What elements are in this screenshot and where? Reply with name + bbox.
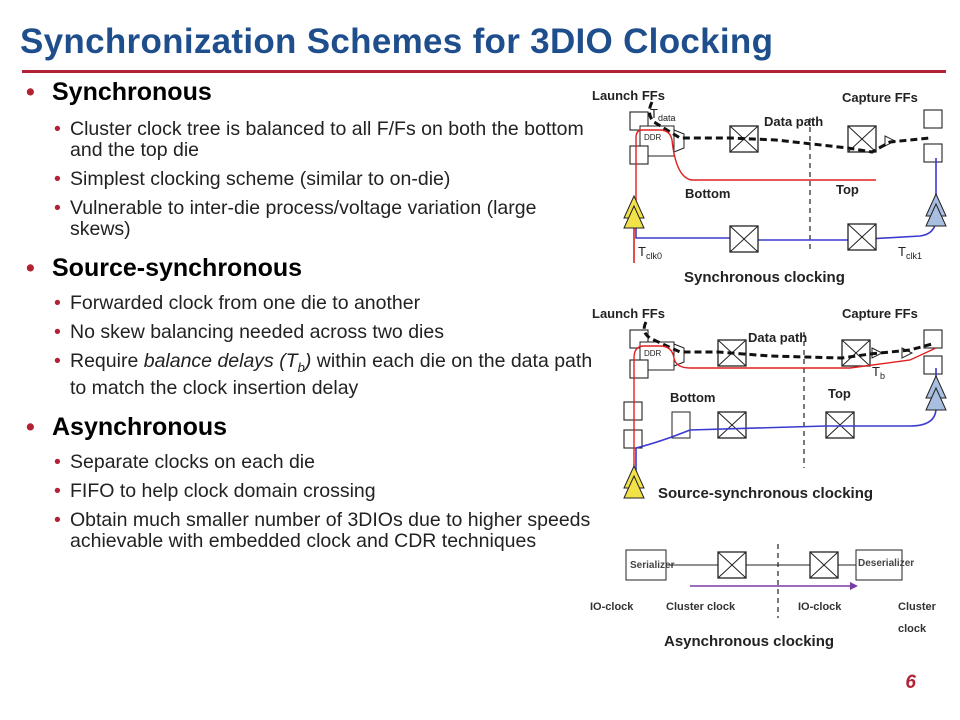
tb-label: Tb — [872, 364, 885, 381]
clock-driver-icon — [925, 202, 947, 227]
page-number: 6 — [905, 672, 916, 693]
tdata-label: Tdata — [650, 106, 675, 123]
data-path-trace — [642, 321, 933, 360]
page-title: Synchronization Schemes for 3DIO Clockin… — [20, 22, 774, 61]
bullet-item: Simplest clocking scheme (similar to on-… — [26, 169, 596, 191]
launch-ffs-label: Launch FFs — [592, 306, 665, 321]
clock-trace-red — [633, 345, 937, 478]
io-clock-label-left: IO-clock — [590, 601, 634, 613]
top-label: Top — [836, 182, 859, 197]
bullet-item: Cluster clock tree is balanced to all F/… — [26, 119, 596, 161]
ddr-label: DDR — [644, 349, 662, 358]
clock-trace-blue — [635, 368, 937, 478]
clock-driver-icon — [623, 474, 645, 499]
text-run-italic: balance delays (T — [143, 350, 298, 372]
arrow-icon — [850, 582, 858, 590]
clock-driver-icon — [623, 204, 645, 229]
asynchronous-diagram: Serializer Deserializer IO-clock Cluster… — [590, 544, 937, 650]
source-sync-caption: Source-synchronous clocking — [658, 485, 873, 502]
bullet-list: Synchronous Cluster clock tree is balanc… — [26, 78, 596, 552]
cluster-clock-label-left: Cluster clock — [666, 601, 736, 613]
bullet-item: FIFO to help clock domain crossing — [26, 480, 596, 502]
cluster-clock-label-right: Cluster — [898, 601, 937, 613]
clock-buffer — [847, 223, 877, 251]
io-buffer — [809, 551, 839, 579]
data-path-label: Data path — [764, 114, 823, 129]
top-label: Top — [828, 386, 851, 401]
bottom-label: Bottom — [685, 186, 731, 201]
tclk0-label: Tclk0 — [638, 244, 662, 261]
sync-caption: Synchronous clocking — [684, 269, 845, 286]
deserializer-block — [855, 549, 903, 581]
clock-trace-red — [635, 129, 876, 208]
data-path-buffer — [841, 339, 871, 367]
tclk1-label: Tclk1 — [898, 244, 922, 261]
bullet-item: Vulnerable to inter-die process/voltage … — [26, 198, 596, 240]
data-path-label: Data path — [748, 330, 807, 345]
launch-ff — [629, 145, 649, 165]
bullet-item: Forwarded clock from one die to another — [26, 293, 596, 315]
text-run: Require — [70, 350, 144, 372]
data-path-trace — [647, 101, 931, 154]
io-buffer — [717, 551, 747, 579]
bullet-item: Separate clocks on each die — [26, 451, 596, 473]
title-underline — [22, 70, 946, 73]
serializer-label: Serializer — [630, 560, 675, 571]
mux-icon — [673, 129, 685, 153]
clock-trace-blue — [635, 158, 937, 241]
clock-driver-icon — [925, 386, 947, 411]
launch-ff — [629, 359, 649, 379]
capture-ffs-label: Capture FFs — [842, 306, 918, 321]
ddr-label: DDR — [644, 133, 662, 142]
section-heading-synchronous: Synchronous — [26, 78, 596, 107]
subscript-b: b — [297, 359, 305, 375]
clock-path-buffer — [825, 411, 855, 439]
async-caption: Asynchronous clocking — [664, 633, 834, 650]
source-synchronous-diagram: Launch FFs Capture FFs DDR Data path Tb … — [592, 306, 947, 502]
clocking-diagrams: Launch FFs Capture FFs DDR Tdata Data pa… — [580, 78, 960, 698]
capture-ffs-label: Capture FFs — [842, 90, 918, 105]
launch-ff — [623, 401, 643, 421]
text-run-italic: ) — [304, 350, 312, 372]
bullet-item: No skew balancing needed across two dies — [26, 322, 596, 344]
bottom-label: Bottom — [670, 390, 716, 405]
io-clock-label-right: IO-clock — [798, 601, 842, 613]
capture-ff — [923, 355, 943, 375]
launch-ff — [623, 429, 643, 449]
bullet-item: Obtain much smaller number of 3DIOs due … — [26, 509, 596, 552]
clock-buffer — [729, 225, 759, 253]
section-heading-source-synchronous: Source-synchronous — [26, 254, 596, 283]
section-heading-asynchronous: Asynchronous — [26, 413, 596, 442]
cluster-clock-label-right: clock — [898, 623, 927, 635]
launch-ffs-label: Launch FFs — [592, 88, 665, 103]
deserializer-label: Deserializer — [858, 558, 914, 569]
capture-ff — [923, 143, 943, 163]
bullet-item-balance-delays: Require balance delays (Tb) within each … — [26, 351, 596, 399]
capture-ff — [923, 109, 943, 129]
text-run: within each die on the data path to matc… — [70, 350, 593, 399]
synchronous-diagram: Launch FFs Capture FFs DDR Tdata Data pa… — [592, 88, 947, 286]
clock-path-buffer — [717, 411, 747, 439]
